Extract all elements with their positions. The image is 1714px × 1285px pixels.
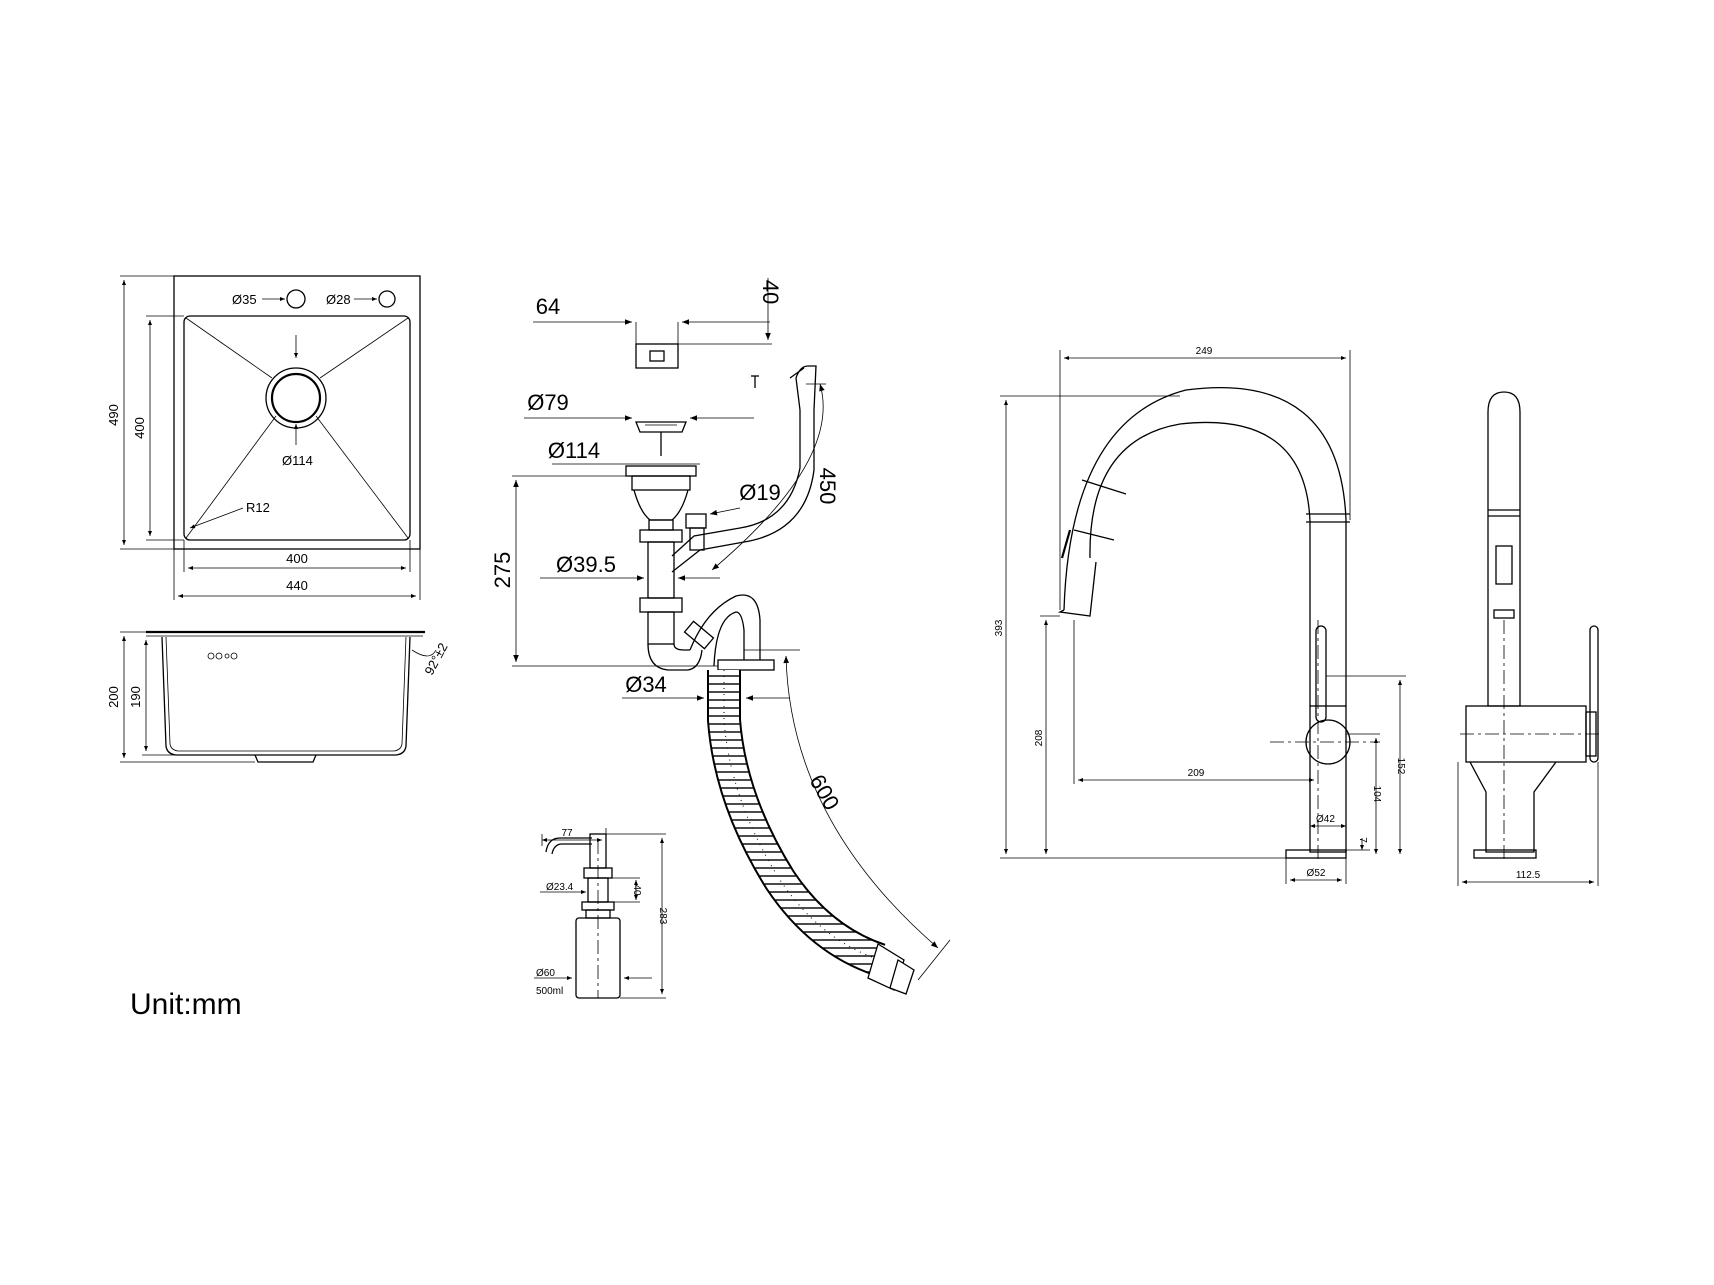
dispenser-neck-height-label: 40 [631,884,642,896]
drain-kit: 64 40 Ø79 Ø114 [490,278,951,995]
faucet-side-view: 112.5 [1457,391,1600,886]
angle-label: 92°±2 [421,640,450,677]
faucet-front-view: 249 393 208 209 152 104 7 Ø42 Ø52 [994,346,1406,884]
faucet-height-label: 393 [994,619,1005,636]
drain-114-label: Ø114 [282,453,313,468]
sink-top-view: Ø35 Ø28 Ø114 R12 490 400 400 440 [106,275,421,600]
dispenser-volume-label: 500ml [536,986,563,997]
overflow-length-label: 450 [815,468,840,505]
spout-height-label: 208 [1034,729,1045,746]
basket-label: Ø114 [548,438,600,463]
handle-height-label: 152 [1395,758,1406,775]
reach-label: 209 [1188,768,1205,779]
dispenser-neck-label: Ø23.4 [546,882,574,893]
unit-label: Unit:mm [130,988,242,1021]
overflow-pipe-label: Ø19 [739,480,781,505]
soap-dispenser: 77 Ø23.4 40 283 Ø60 500ml [534,828,668,999]
overflow-width-label: 64 [536,294,560,319]
hole-28-label: Ø28 [326,292,351,307]
side-depth-label: 112.5 [1516,870,1541,881]
body-dia-label: Ø42 [1316,814,1335,825]
faucet-width-label: 249 [1196,346,1213,357]
hole-35-label: Ø35 [232,292,257,307]
width-400-label: 400 [286,551,308,566]
pipe-label: Ø39.5 [556,552,616,577]
depth-190-label: 190 [128,686,143,708]
radius-label: R12 [246,500,270,515]
strainer-label: Ø79 [527,390,569,415]
height-490-label: 490 [106,404,121,426]
dispenser-height-label: 283 [657,908,668,925]
base-dia-label: Ø52 [1307,868,1326,879]
sink-side-view: 92°±2 200 190 [106,630,451,763]
overflow-height-label: 40 [758,280,783,304]
dispenser-body-label: Ø60 [536,968,555,979]
outlet-label: Ø34 [625,672,667,697]
dispenser-width-label: 77 [561,828,573,839]
height-400-label: 400 [132,417,147,439]
width-440-label: 440 [286,578,308,593]
body-height-label: 104 [1371,786,1382,803]
depth-200-label: 200 [106,686,121,708]
base-height-label: 7 [1357,837,1368,843]
height-275-label: 275 [490,552,515,589]
